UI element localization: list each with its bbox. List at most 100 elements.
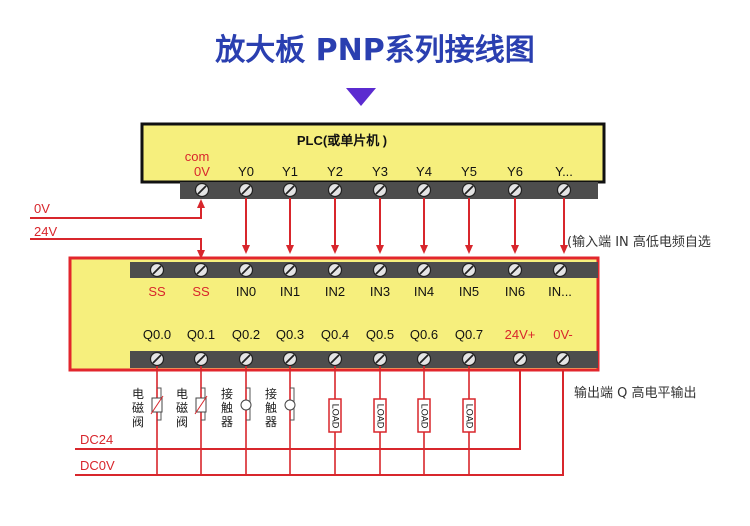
output-terminal-7: Q0.7 (455, 327, 483, 342)
wire-0v-to-plc-com (30, 199, 205, 219)
load-label-char: 器 (265, 415, 277, 429)
output-terminal-8: 24V+ (505, 327, 536, 342)
plc-terminal-6: Y5 (461, 164, 477, 179)
output-terminal-3: Q0.3 (276, 327, 304, 342)
plc-terminal-labels: 0V Y0 Y1 Y2 Y3 Y4 Y5 Y6 Y... (194, 164, 573, 179)
plc-terminal-2: Y1 (282, 164, 298, 179)
load-box (328, 398, 342, 433)
output-screw-7 (461, 351, 477, 367)
load-label-char: 阀 (176, 415, 188, 429)
output-terminal-9: 0V- (553, 327, 573, 342)
plc-screw-5 (416, 182, 432, 198)
load-label-char: 接 (265, 386, 277, 401)
plc-terminal-5: Y4 (416, 164, 432, 179)
plc-screw-8 (556, 182, 572, 198)
output-screw-9 (555, 351, 571, 367)
input-screw-1 (193, 262, 209, 278)
plc-screw-3 (327, 182, 343, 198)
load-label-char: 电 (132, 387, 144, 401)
input-terminal-6: IN4 (414, 284, 434, 299)
power-0v-label: 0V (34, 201, 50, 216)
plc-box (140, 122, 606, 184)
plc-terminal-8: Y... (555, 164, 573, 179)
load-label-char: 触 (221, 401, 233, 415)
load-label-char: 接 (221, 386, 233, 401)
load-label: LOAD (465, 404, 475, 429)
input-terminal-1: SS (192, 284, 210, 299)
input-screw-6 (416, 262, 432, 278)
plc-com-label: com (185, 149, 210, 164)
dc24-label: DC24 (80, 432, 113, 447)
output-screw-5 (372, 351, 388, 367)
input-screw-8 (507, 262, 523, 278)
load-contactor-3: 接触器 (265, 366, 296, 475)
load-solenoid-0: 电磁阀 (132, 366, 164, 475)
input-screw-5 (372, 262, 388, 278)
input-terminal-9: IN... (548, 284, 572, 299)
load-label-char: 阀 (132, 415, 144, 429)
input-terminal-2: IN0 (236, 284, 256, 299)
output-screw-1 (193, 351, 209, 367)
plc-screw-2 (282, 182, 298, 198)
contactor-icon (240, 399, 252, 411)
plc-screws (194, 182, 572, 198)
output-screw-4 (327, 351, 343, 367)
plc-terminal-4: Y3 (372, 164, 388, 179)
plc-terminal-7: Y6 (507, 164, 523, 179)
load-contactor-2: 接触器 (221, 366, 252, 475)
load-label-char: 磁 (176, 400, 188, 415)
input-screw-0 (149, 262, 165, 278)
input-screw-7 (461, 262, 477, 278)
load-load-5: LOAD (373, 366, 387, 475)
load-label: LOAD (376, 404, 386, 429)
output-terminal-4: Q0.4 (321, 327, 349, 342)
load-load-6: LOAD (417, 366, 431, 475)
load-label-char: 电 (176, 387, 188, 401)
load-box (373, 398, 387, 433)
input-terminal-8: IN6 (505, 284, 525, 299)
load-label: LOAD (331, 404, 341, 429)
load-solenoid-1: 电磁阀 (176, 366, 208, 475)
load-label: LOAD (420, 404, 430, 429)
load-box (462, 398, 476, 433)
output-screw-2 (238, 351, 254, 367)
output-screws (149, 351, 571, 367)
input-terminal-3: IN1 (280, 284, 300, 299)
input-note: (输入端 IN 高低电频自选 (567, 234, 711, 250)
input-screw-4 (327, 262, 343, 278)
input-terminal-5: IN3 (370, 284, 390, 299)
plc-terminal-3: Y2 (327, 164, 343, 179)
plc-label: PLC(或单片机 ) (297, 133, 387, 148)
output-screw-0 (149, 351, 165, 367)
output-terminal-0: Q0.0 (143, 327, 171, 342)
input-terminal-7: IN5 (459, 284, 479, 299)
dc0v-rail (75, 370, 564, 476)
load-label-char: 磁 (132, 400, 144, 415)
plc-terminal-1: Y0 (238, 164, 254, 179)
output-terminal-6: Q0.6 (410, 327, 438, 342)
dc24-rail (75, 370, 521, 450)
down-arrow-icon (346, 88, 376, 106)
signal-wires (242, 198, 568, 254)
input-screw-3 (282, 262, 298, 278)
power-24v-label: 24V (34, 224, 57, 239)
input-screws (149, 262, 568, 278)
input-screw-2 (238, 262, 254, 278)
plc-terminal-0: 0V (194, 164, 210, 179)
input-screw-9 (552, 262, 568, 278)
output-screw-6 (416, 351, 432, 367)
plc-screw-1 (238, 182, 254, 198)
output-screw-3 (282, 351, 298, 367)
load-label-char: 触 (265, 401, 277, 415)
plc-screw-4 (372, 182, 388, 198)
output-terminal-5: Q0.5 (366, 327, 394, 342)
load-label-char: 器 (221, 415, 233, 429)
diagram-title: 放大板 PNP系列接线图 (214, 33, 535, 68)
load-box (417, 398, 431, 433)
input-terminal-0: SS (148, 284, 166, 299)
plc-screw-7 (507, 182, 523, 198)
